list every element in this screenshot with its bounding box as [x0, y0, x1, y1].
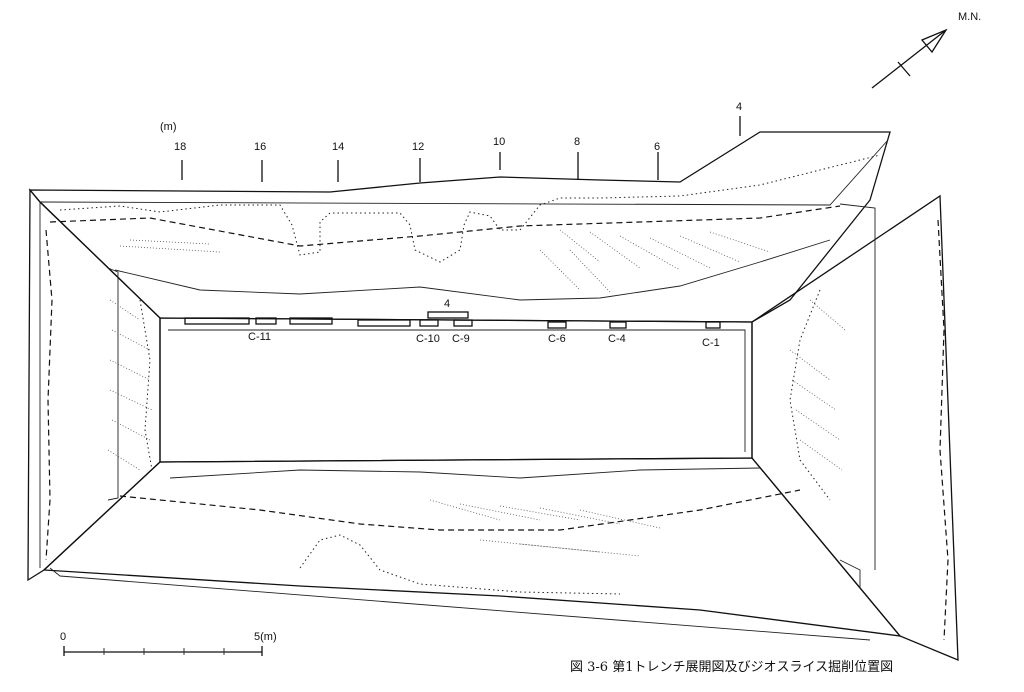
geoslice-block	[427, 311, 469, 319]
geoslice-markers	[184, 311, 721, 329]
figure-caption: 図 3-6 第1トレンチ展開図及びジオスライス掘削位置図	[570, 660, 894, 675]
tick-label-8: 8	[574, 136, 580, 148]
east-wall	[751, 194, 959, 661]
tick-label-16: 16	[254, 141, 266, 153]
tick-label-4: 4	[736, 101, 742, 113]
west-wall	[27, 188, 161, 582]
sample-label-c11: C-11	[248, 331, 271, 343]
north-arrow-icon	[871, 28, 948, 89]
axis-unit-label: (m)	[160, 121, 177, 133]
sample-label-c10: C-10	[416, 333, 440, 345]
scale-bar	[63, 646, 263, 656]
tick-label-10: 10	[493, 136, 505, 148]
geoslice-block	[705, 321, 721, 329]
sample-label-c9: C-9	[452, 333, 470, 345]
axis-ticks	[181, 116, 741, 182]
tick-label-18: 18	[174, 141, 186, 153]
geoslice-block	[255, 317, 277, 325]
geoslice-block	[419, 319, 439, 327]
sample-marker-4: 4	[444, 298, 450, 310]
geoslice-block	[289, 317, 333, 325]
tick-label-12: 12	[412, 141, 424, 153]
tick-label-14: 14	[332, 141, 344, 153]
tick-label-6: 6	[654, 141, 660, 153]
sample-label-c1: C-1	[702, 337, 720, 349]
south-wall	[42, 457, 902, 641]
geoslice-block	[453, 319, 473, 327]
scale-start-label: 0	[60, 631, 66, 643]
geoslice-block	[357, 319, 411, 327]
scale-end-label: 5(m)	[254, 631, 277, 643]
geoslice-block	[184, 317, 250, 325]
geoslice-block	[609, 321, 627, 329]
north-wall	[28, 131, 891, 323]
geoslice-block	[547, 321, 567, 329]
sample-label-c6: C-6	[548, 333, 566, 345]
sample-label-c4: C-4	[608, 333, 626, 345]
north-label: M.N.	[958, 11, 981, 23]
